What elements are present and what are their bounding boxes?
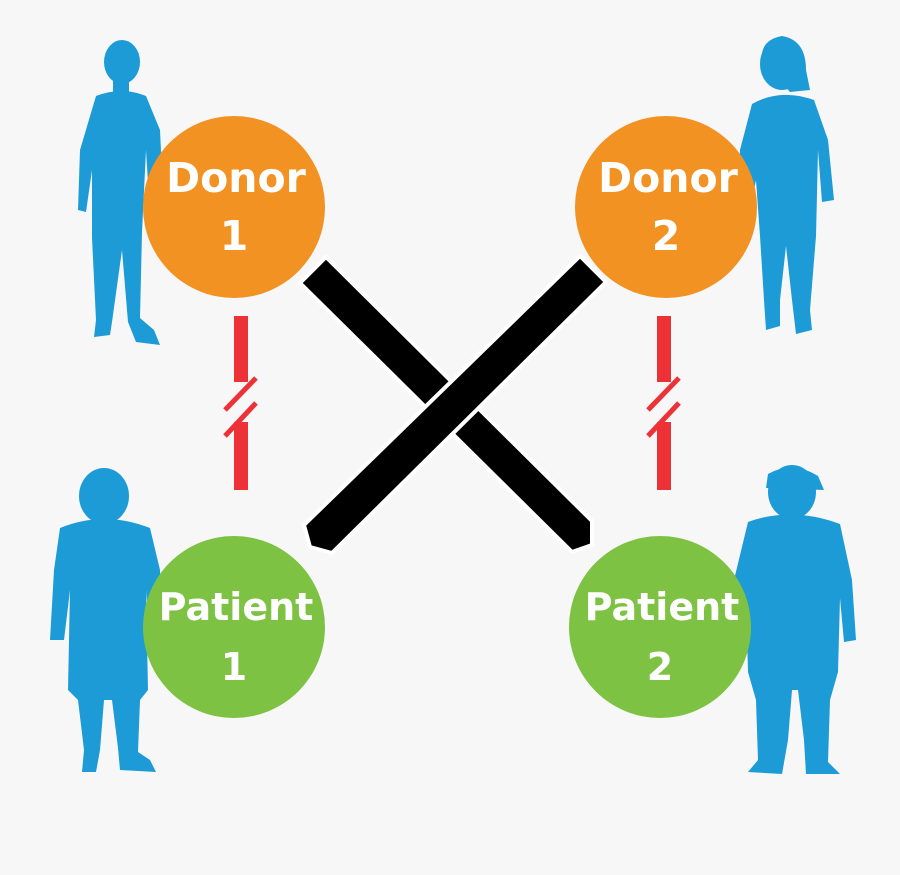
donor-1-circle (143, 116, 325, 298)
donor-2-circle (575, 116, 757, 298)
donor-2-number: 2 (652, 212, 681, 260)
patient-1-circle (143, 536, 325, 718)
right-broken-link-icon (646, 316, 681, 490)
patient-2-person-icon (730, 465, 856, 774)
patient-1-person-icon (50, 468, 162, 772)
cross-bar-up (302, 254, 608, 555)
patient-2-number: 2 (647, 645, 673, 689)
patient-1-number: 1 (221, 645, 247, 689)
donor-1-label: Donor (166, 154, 307, 202)
patient-2-circle (569, 536, 751, 718)
donor-2-person-icon (738, 36, 834, 334)
patient-1-label: Patient (159, 585, 314, 629)
patient-2-label: Patient (585, 585, 740, 629)
donor-2-label: Donor (598, 154, 739, 202)
cross-exchange-icon (298, 254, 608, 555)
donor-1-person-icon (78, 40, 164, 345)
donor-1-number: 1 (220, 212, 249, 260)
left-broken-link-icon (223, 316, 258, 490)
